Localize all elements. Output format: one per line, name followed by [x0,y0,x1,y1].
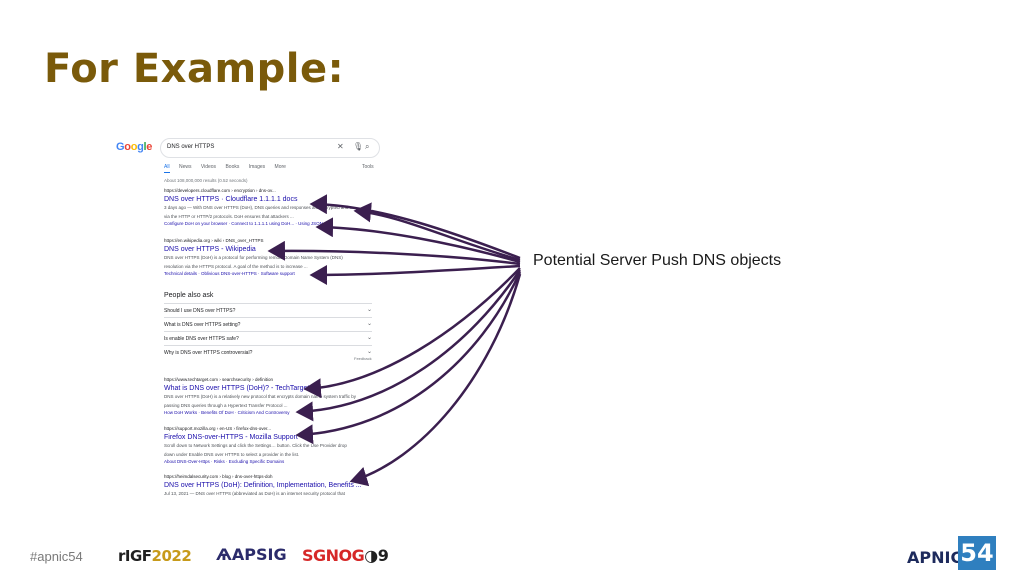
apsig-logo: ѦAPSIG [216,545,287,564]
chevron-down-icon: ⌄ [366,349,372,355]
result-snippet: resolution via the HTTPS protocol. A goa… [164,263,308,269]
search-input[interactable]: DNS over HTTPS ✕ 🎙 ⌕ [160,138,380,158]
result-url: https://en.wikipedia.org › wiki › DNS_ov… [164,238,264,243]
result-snippet: down under Enable DNS over HTTPS to sele… [164,451,300,457]
result-sitelinks[interactable]: Configure DoH on your browser · Connect … [164,221,323,226]
paa-question-text: Is enable DNS over HTTPS safe? [164,336,239,342]
search-result: https://en.wikipedia.org › wiki › DNS_ov… [164,238,374,276]
chevron-down-icon: ⌄ [366,335,372,341]
apsig-mark-icon: Ѧ [216,545,232,564]
arrow-to-cloudflare-links [315,217,521,264]
sgnog-ring-icon: ◑ [364,546,378,565]
sgnog-logo: SGNOG◑9 [302,546,389,565]
arrow-to-mozilla-title [295,271,522,445]
sgnog-logo-text: SGNOG [302,546,365,565]
paa-question-text: Why is DNS over HTTPS controversial? [164,350,253,356]
apnic-logo: APNIC [907,548,963,567]
igf-logo-year: 2022 [151,547,192,565]
chevron-down-icon: ⌄ [366,321,372,327]
google-logo-letter: G [116,141,125,153]
tab-books[interactable]: Books [225,164,240,170]
search-tabs: All News Videos Books Images More [164,164,294,173]
tools-button[interactable]: Tools [362,164,374,170]
result-sitelinks[interactable]: Technical details · Oblivious DNS-over-H… [164,271,295,276]
result-stats: About 108,000,000 results (0.52 seconds) [164,178,248,183]
result-snippet: via the HTTP or HTTP/2 protocols. DoH en… [164,213,294,219]
annotation-label: Potential Server Push DNS objects [533,252,782,269]
tab-all[interactable]: All [164,164,170,173]
result-url: https://heimdalsecurity.com › blog › dns… [164,474,273,479]
arrow-to-wikipedia-title [267,240,521,266]
search-icon[interactable]: ⌕ [365,142,370,151]
arrow-to-techtarget-title [303,267,521,399]
result-snippet: passing DNS queries through a Hypertext … [164,402,288,408]
google-logo-letter: o [130,141,138,153]
result-snippet: DNS over HTTPS (DoH) is a relatively new… [164,394,356,399]
result-url: https://support.mozilla.org › en-US › fi… [164,426,272,431]
people-also-ask-heading: People also ask [164,292,214,299]
paa-question[interactable]: Is enable DNS over HTTPS safe? ⌄ [164,331,372,345]
chevron-down-icon: ⌄ [366,307,372,313]
tab-images[interactable]: Images [248,164,266,170]
tab-more[interactable]: More [274,164,286,170]
result-title[interactable]: DNS over HTTPS · Cloudflare 1.1.1.1 docs [164,196,298,203]
result-url: https://www.techtarget.com › searchsecur… [164,377,274,382]
result-url: https://developers.cloudflare.com › encr… [164,188,276,193]
igf-logo: rIGF2022 [118,547,192,565]
search-result: https://developers.cloudflare.com › encr… [164,188,374,226]
result-sitelinks[interactable]: How DoH Works · Benefits Of DoH · Critic… [164,410,290,415]
tab-news[interactable]: News [178,164,192,170]
igf-logo-text: rIGF [118,547,152,565]
tab-videos[interactable]: Videos [200,164,217,170]
arrow-to-heimdal-title [349,273,522,487]
search-result: https://www.techtarget.com › searchsecur… [164,377,374,415]
result-title[interactable]: DNS over HTTPS (DoH): Definition, Implem… [164,482,362,489]
paa-question[interactable]: Should I use DNS over HTTPS? ⌄ [164,303,372,317]
google-logo-letter: e [146,141,153,153]
arrow-to-cloudflare-title [309,194,521,260]
apnic-54-badge: 54 [958,536,996,570]
arrow-to-wikipedia-links [309,264,521,285]
close-icon[interactable]: ✕ [337,142,344,151]
paa-question[interactable]: Why is DNS over HTTPS controversial? ⌄ [164,345,372,359]
arrow-to-cloudflare-snippet [353,202,521,262]
search-result: https://heimdalsecurity.com › blog › dns… [164,474,374,498]
search-query: DNS over HTTPS [167,144,215,150]
result-title[interactable]: Firefox DNS-over-HTTPS - Mozilla Support [164,434,298,441]
result-title[interactable]: What is DNS over HTTPS (DoH)? - TechTarg… [164,385,310,392]
google-logo-letter: g [137,141,144,153]
paa-question-text: What is DNS over HTTPS setting? [164,322,241,328]
apsig-logo-text: APSIG [231,545,287,564]
google-logo-letter: o [124,141,131,153]
paa-question-text: Should I use DNS over HTTPS? [164,308,236,314]
mic-icon[interactable]: 🎙 [353,142,364,151]
arrow-to-techtarget-links [295,269,522,422]
feedback-link[interactable]: Feedback [354,356,372,361]
search-result: https://support.mozilla.org › en-US › fi… [164,426,374,464]
sgnog-logo-number: 9 [377,546,389,565]
result-snippet: DNS over HTTPS (DoH) is a protocol for p… [164,255,343,260]
result-title[interactable]: DNS over HTTPS - Wikipedia [164,246,256,253]
slide-title: For Example: [44,46,345,92]
search-results-screenshot: Google DNS over HTTPS ✕ 🎙 ⌕ All News Vid… [110,135,400,510]
result-snippet: Jul 13, 2021 — DNS over HTTPS (abbreviat… [164,491,345,496]
result-snippet: 3 days ago — With DNS over HTTPS (DoH), … [164,205,354,210]
result-sitelinks[interactable]: About DNS-Over-Https · Risks · Excluding… [164,459,285,464]
hashtag: #apnic54 [30,549,83,564]
google-logo[interactable]: Google [116,141,152,153]
google-logo-letter: l [143,141,147,153]
result-snippet: Scroll down to Network Settings and clic… [164,443,347,448]
paa-question[interactable]: What is DNS over HTTPS setting? ⌄ [164,317,372,331]
